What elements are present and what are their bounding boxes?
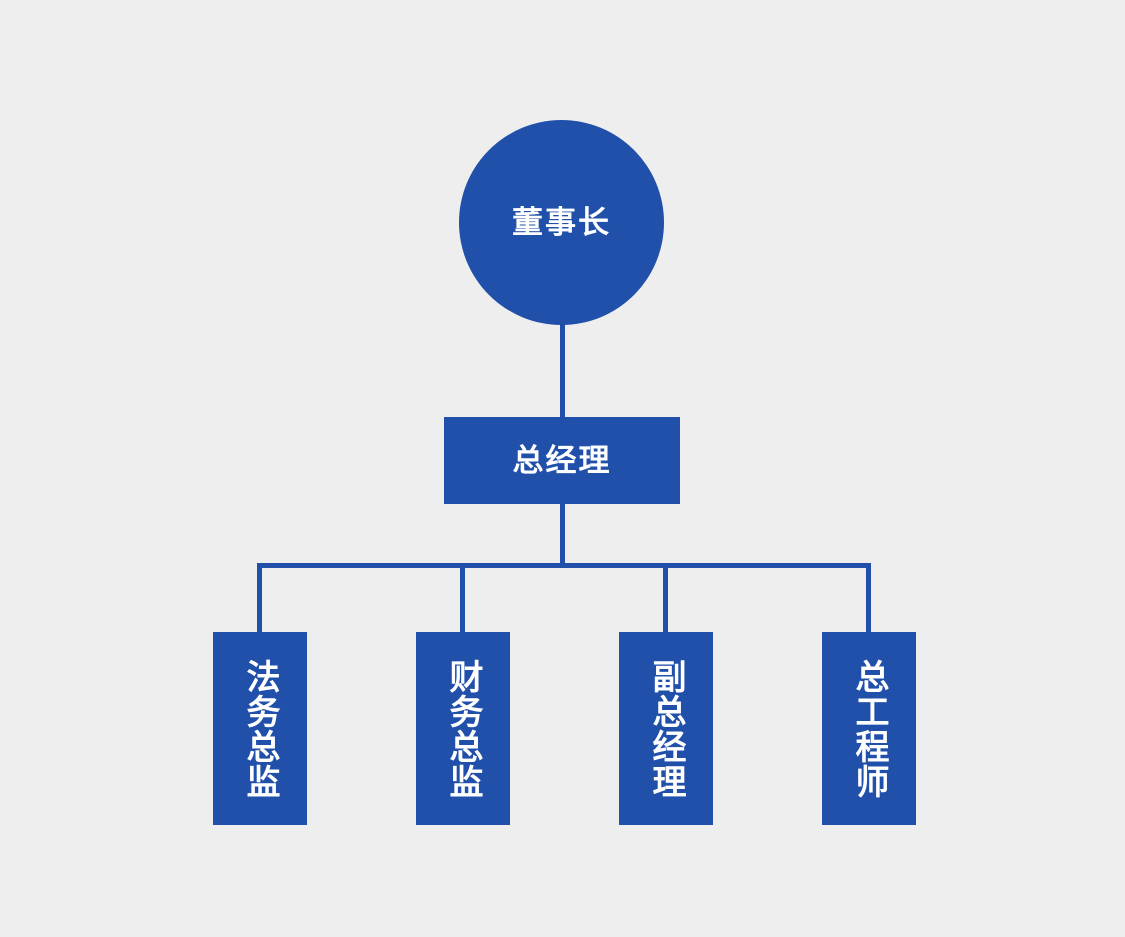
node-general-manager[interactable]: 总经理 [444,417,680,504]
node-chairman-label: 董事长 [512,205,611,240]
node-legal-director-label: 法务总监 [241,658,280,799]
node-chief-engineer[interactable]: 总工程师 [822,632,916,825]
node-deputy-general-manager[interactable]: 副总经理 [619,632,713,825]
connector-drop-deputy-general-manager [663,563,668,633]
node-deputy-general-manager-label: 副总经理 [647,658,686,799]
connector-drop-chief-engineer [866,563,871,633]
node-finance-director-label: 财务总监 [444,658,483,799]
node-finance-director[interactable]: 财务总监 [416,632,510,825]
node-general-manager-label: 总经理 [512,443,612,478]
connector-drop-legal-director [257,563,262,633]
node-chief-engineer-label: 总工程师 [850,658,889,799]
connector-drop-finance-director [460,563,465,633]
connector-general-manager-stem [560,503,565,567]
node-chairman[interactable]: 董事长 [459,120,664,325]
connector-horizontal-bus [257,563,871,568]
node-legal-director[interactable]: 法务总监 [213,632,307,825]
connector-chairman-to-general-manager [560,324,565,418]
